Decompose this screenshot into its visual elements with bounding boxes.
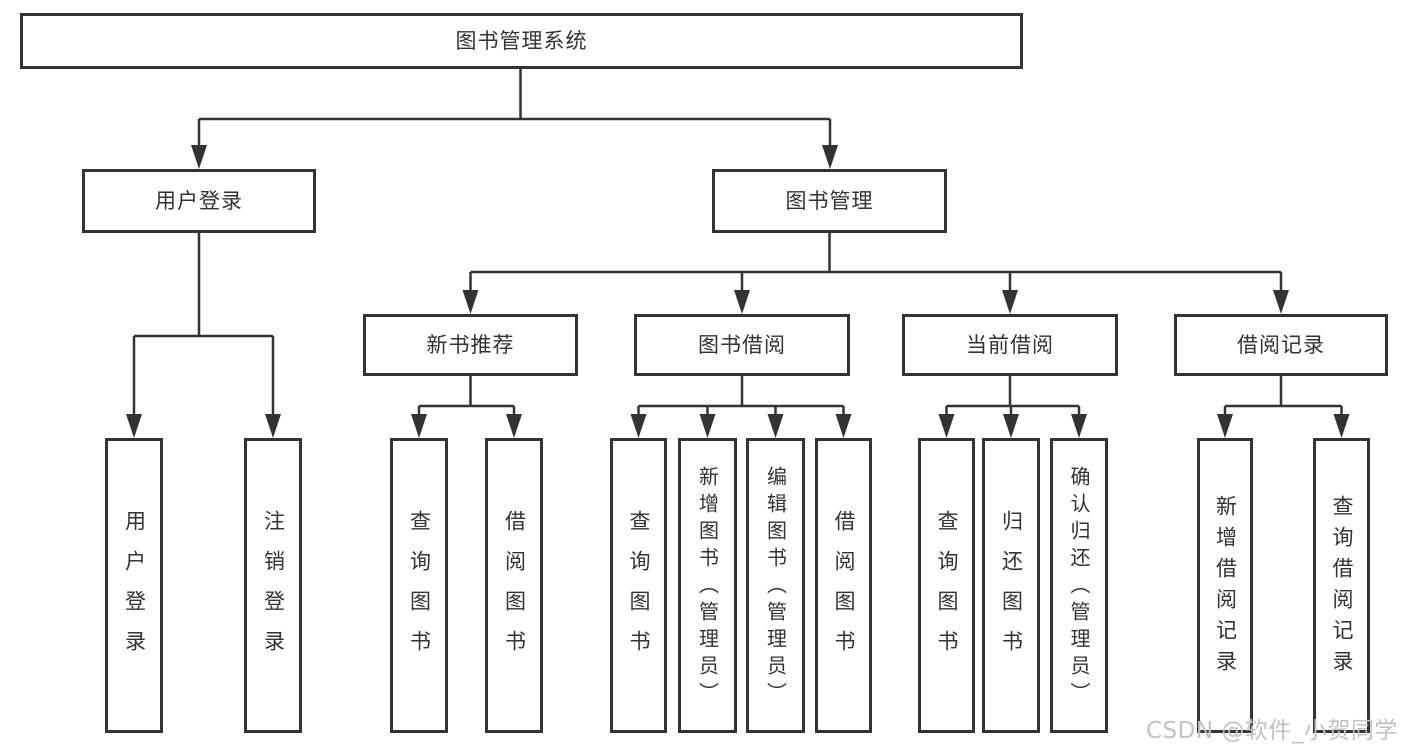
leaf-cb-return-books: 归还图书 [982, 438, 1040, 733]
leaf-bb-edit-books-admin: 编辑图书（管理员） [746, 438, 805, 733]
csdn-watermark: CSDN @软件_小贺同学 [1146, 718, 1398, 744]
leaf-nb-borrow-books: 借阅图书 [485, 438, 543, 733]
leaf-bb-query-books: 查询图书 [610, 438, 667, 733]
node-book-management: 图书管理 [712, 169, 947, 233]
leaf-br-query-record: 查询借阅记录 [1313, 438, 1370, 733]
node-root-system: 图书管理系统 [20, 13, 1023, 69]
leaf-cb-confirm-return-admin: 确认归还（管理员） [1050, 438, 1108, 733]
node-current-borrow: 当前借阅 [902, 314, 1118, 376]
leaf-user-login: 用户登录 [105, 438, 163, 733]
leaf-bb-borrow-books: 借阅图书 [815, 438, 872, 733]
node-new-book-recommend: 新书推荐 [363, 314, 578, 376]
leaf-br-add-record: 新增借阅记录 [1197, 438, 1253, 733]
leaf-logout: 注销登录 [244, 438, 302, 733]
node-book-borrow: 图书借阅 [634, 314, 850, 376]
node-borrow-records: 借阅记录 [1174, 314, 1388, 376]
leaf-nb-query-books: 查询图书 [390, 438, 448, 733]
leaf-cb-query-books: 查询图书 [918, 438, 975, 733]
leaf-bb-add-books-admin: 新增图书（管理员） [678, 438, 737, 733]
node-user-login: 用户登录 [82, 169, 316, 233]
